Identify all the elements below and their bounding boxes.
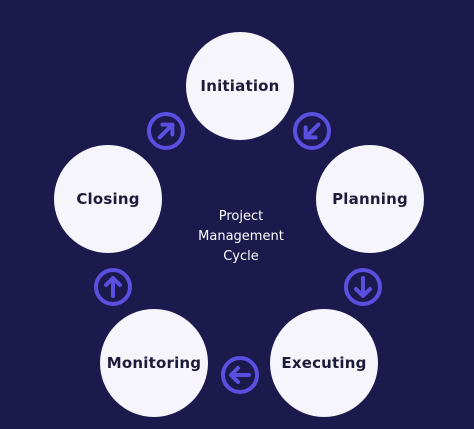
- arrow-up-icon: [94, 268, 132, 306]
- arrow-up-right-icon: [147, 112, 185, 150]
- arrow-left-icon: [221, 356, 259, 394]
- stage-executing: Executing: [270, 309, 378, 417]
- center-title-line-2: Management: [198, 229, 284, 244]
- stage-initiation: Initiation: [186, 32, 294, 140]
- center-title-line-1: Project: [218, 209, 264, 224]
- center-title-line-3: Cycle: [223, 249, 259, 264]
- stage-planning: Planning: [316, 145, 424, 253]
- stage-initiation-label: Initiation: [200, 77, 280, 95]
- stage-executing-label: Executing: [281, 354, 367, 372]
- arrow-down-right-icon: [293, 112, 331, 150]
- stage-monitoring: Monitoring: [100, 309, 208, 417]
- stage-closing: Closing: [54, 145, 162, 253]
- center-title: Project Management Cycle: [177, 207, 305, 267]
- stage-monitoring-label: Monitoring: [106, 354, 202, 372]
- stage-planning-label: Planning: [332, 190, 408, 208]
- arrow-down-icon: [344, 268, 382, 306]
- stage-closing-label: Closing: [76, 190, 140, 208]
